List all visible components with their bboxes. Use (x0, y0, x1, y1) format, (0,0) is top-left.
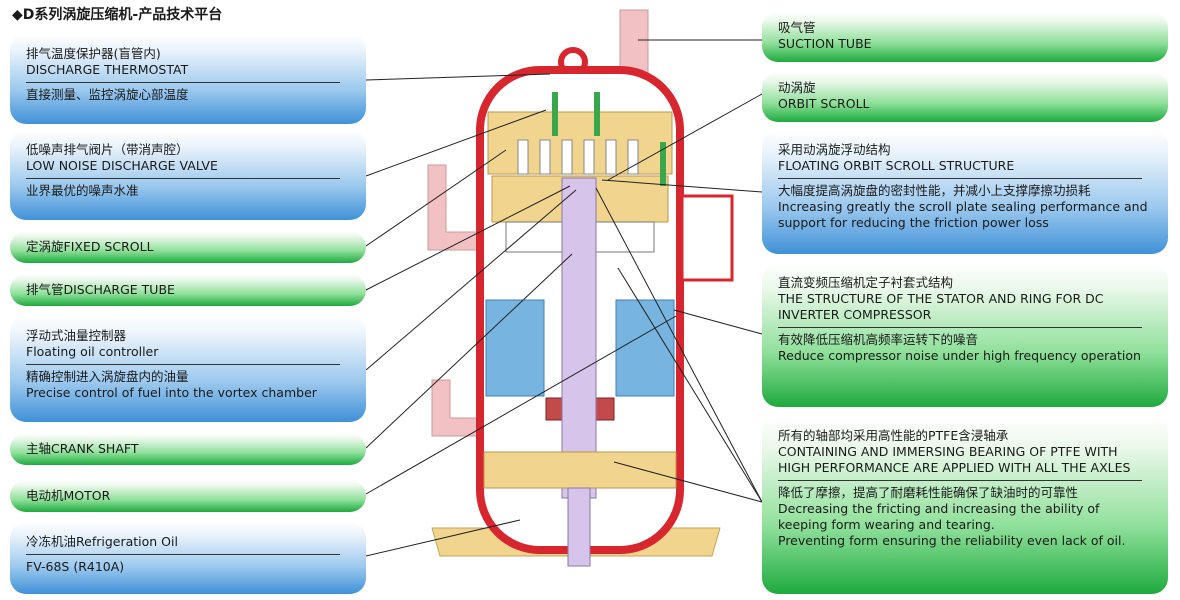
motor-stator-right (615, 299, 675, 397)
label-text: 电动机MOTOR (26, 488, 111, 503)
label-desc: 精确控制进入涡旋盘内的油量 (26, 369, 189, 384)
label-desc: 大幅度提高涡旋盘的密封性能，并减小上支撑摩擦功损耗 (778, 183, 1091, 198)
label-floating-orbit-scroll: 采用动涡旋浮动结构 FLOATING ORBIT SCROLL STRUCTUR… (762, 130, 1168, 254)
label-cn: 所有的轴部均采用高性能的PTFE含浸轴承 (778, 428, 1009, 443)
label-discharge-thermostat: 排气温度保护器(盲管内) DISCHARGE THERMOSTAT 直接测量、监… (10, 34, 366, 124)
bolt (552, 92, 558, 136)
label-en: SUCTION TUBE (778, 36, 872, 51)
label-text: 主轴CRANK SHAFT (26, 441, 139, 456)
bolt (660, 142, 666, 186)
label-desc-en: Increasing greatly the scroll plate seal… (778, 199, 1148, 230)
label-motor: 电动机MOTOR (10, 480, 366, 512)
divider (26, 82, 340, 83)
label-desc: 直接测量、监控涡旋心部温度 (26, 87, 189, 102)
label-floating-oil-controller: 浮动式油量控制器 Floating oil controller 精确控制进入涡… (10, 316, 366, 422)
leader-lines (365, 39, 763, 557)
label-cn: 采用动涡旋浮动结构 (778, 142, 891, 157)
divider (26, 554, 340, 555)
crank-shaft (561, 177, 597, 499)
label-desc-en: Decreasing the fricting and increasing t… (778, 501, 1100, 532)
page-title: ◆D系列涡旋压缩机-产品技术平台 (12, 7, 223, 23)
label-en: ORBIT SCROLL (778, 96, 870, 111)
label-cn: 吸气管 (778, 20, 816, 35)
label-desc: 有效降低压缩机高频率运转下的噪音 (778, 332, 979, 347)
label-low-noise-discharge-valve: 低噪声排气阀片（带消声腔） LOW NOISE DISCHARGE VALVE … (10, 130, 366, 220)
label-text: 排气管DISCHARGE TUBE (26, 282, 175, 297)
divider (778, 178, 1142, 179)
label-fixed-scroll: 定涡旋FIXED SCROLL (10, 231, 366, 263)
label-desc: 业界最优的噪声水准 (26, 183, 139, 198)
label-desc-en: Precise control of fuel into the vortex … (26, 385, 317, 400)
label-cn: 动涡旋 (778, 80, 816, 95)
label-orbit-scroll: 动涡旋 ORBIT SCROLL (762, 72, 1168, 122)
label-ptfe-bearing: 所有的轴部均采用高性能的PTFE含浸轴承 CONTAINING AND IMME… (762, 416, 1168, 594)
label-refrigeration-oil: 冷冻机油Refrigeration Oil FV-68S (R410A) (10, 522, 366, 594)
label-cn: 排气温度保护器(盲管内) (26, 46, 161, 61)
label-desc-en-2: Preventing form ensuring the reliability… (778, 533, 1126, 548)
bolt (594, 92, 600, 136)
label-discharge-tube: 排气管DISCHARGE TUBE (10, 274, 366, 306)
label-desc: FV-68S (R410A) (26, 559, 125, 574)
terminal-box (680, 194, 734, 282)
label-desc-en: Reduce compressor noise under high frequ… (778, 348, 1141, 363)
divider (26, 178, 340, 179)
label-cn: 浮动式油量控制器 (26, 328, 127, 343)
label-en: Floating oil controller (26, 344, 159, 359)
scroll-fins (517, 139, 639, 175)
label-cn: 直流变频压缩机定子衬套式结构 (778, 275, 954, 290)
label-en: THE STRUCTURE OF THE STATOR AND RING FOR… (778, 291, 1104, 322)
label-crank-shaft: 主轴CRANK SHAFT (10, 433, 366, 465)
motor-stator-left (485, 299, 545, 397)
divider (778, 327, 1142, 328)
label-stator-ring-structure: 直流变频压缩机定子衬套式结构 THE STRUCTURE OF THE STAT… (762, 263, 1168, 407)
lower-bearing (483, 451, 677, 489)
oil-pickup (567, 487, 591, 567)
label-cn: 冷冻机油Refrigeration Oil (26, 534, 178, 549)
label-desc: 降低了摩擦，提高了耐磨耗性能确保了缺油时的可靠性 (778, 485, 1079, 500)
label-cn: 低噪声排气阀片（带消声腔） (26, 142, 189, 157)
label-suction-tube: 吸气管 SUCTION TUBE (762, 12, 1168, 62)
oil-pipe (431, 379, 479, 437)
label-en: LOW NOISE DISCHARGE VALVE (26, 158, 218, 173)
divider (26, 364, 340, 365)
label-text: 定涡旋FIXED SCROLL (26, 239, 154, 254)
label-en: DISCHARGE THERMOSTAT (26, 62, 189, 77)
divider (778, 480, 1142, 481)
label-en: FLOATING ORBIT SCROLL STRUCTURE (778, 158, 1015, 173)
label-en: CONTAINING AND IMMERSING BEARING OF PTFE… (778, 444, 1131, 475)
